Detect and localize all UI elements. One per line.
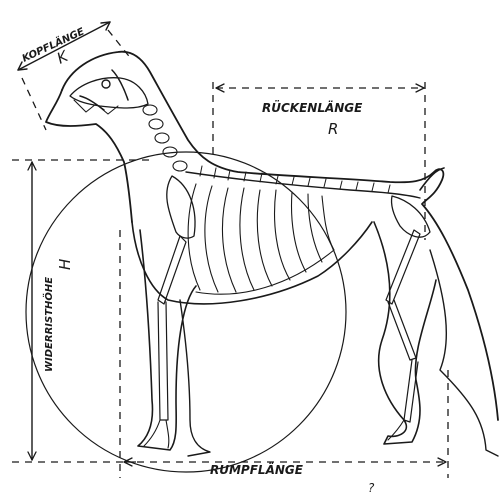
- hind-paw-bones: [388, 420, 404, 440]
- back-length-symbol: R: [328, 120, 338, 138]
- dog-skeleton: [70, 78, 430, 448]
- radius-ulna: [158, 302, 168, 420]
- rib-cage: [188, 184, 334, 294]
- humerus: [158, 236, 186, 304]
- ear-line: [112, 70, 128, 100]
- stray-mark: ?: [368, 481, 375, 495]
- back-length-label: RÜCKENLÄNGE: [262, 100, 363, 115]
- head-length-label: KOPFLÄNGE: [19, 24, 86, 65]
- measurement-lines: [12, 22, 448, 478]
- front-leg-far: [180, 300, 210, 456]
- neck-vertebrae: [143, 105, 187, 171]
- body-length-label: RUMPFLÄNGE: [210, 462, 304, 477]
- withers-height-label: WIDERRISTHÖHE: [41, 277, 55, 372]
- tibia: [388, 300, 416, 360]
- withers-height-symbol: H: [56, 259, 74, 270]
- head-length-extensions: [22, 30, 132, 130]
- eye-socket: [102, 80, 110, 88]
- head-length-symbol: K: [54, 47, 72, 68]
- femur: [386, 230, 420, 304]
- proportion-circle: [26, 152, 346, 472]
